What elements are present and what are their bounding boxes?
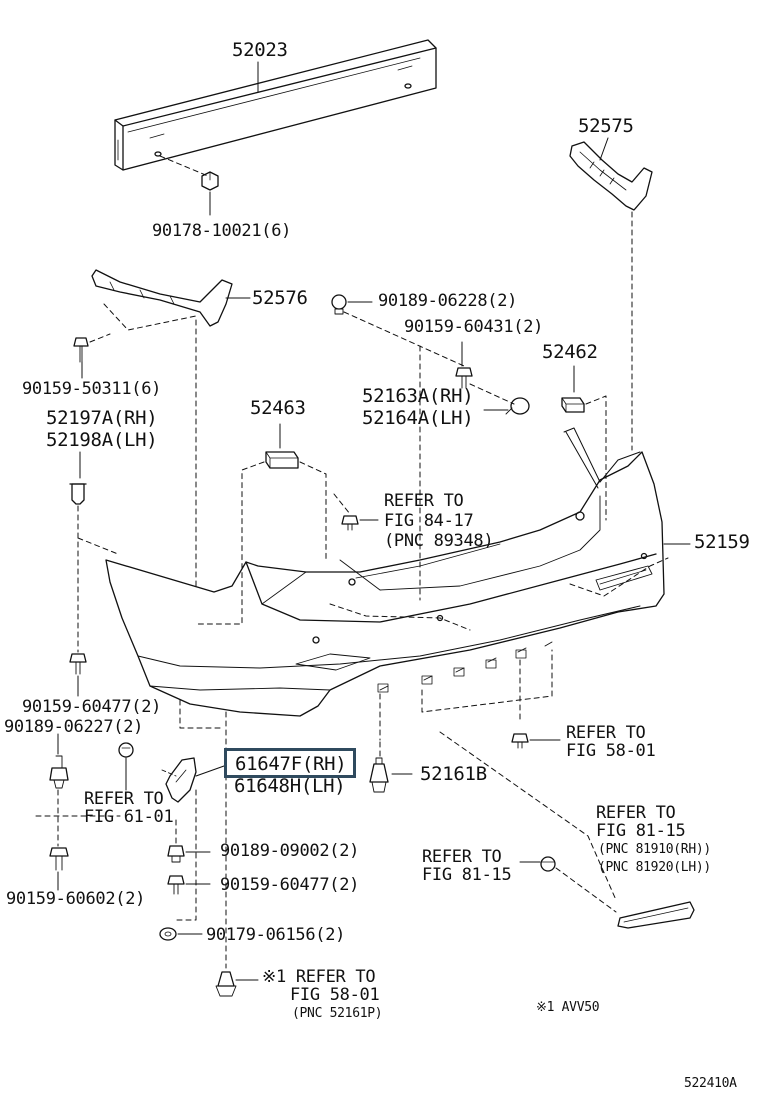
part-label-52462[interactable]: 52462 [542,341,598,363]
part-label-90159-60431[interactable]: 90159-60431(2) [404,317,544,337]
ref-fig84-17-line3: (PNC 89348) [384,531,494,551]
part-label-90159-50311[interactable]: 90159-50311(6) [22,379,162,399]
screw-fig84-17-icon [341,515,359,531]
clip-fig58-01-b-icon [215,971,237,997]
screw-90159-60477-b-icon [167,875,185,895]
screw-90159-50311-icon [73,337,89,363]
ref-fig58-01-b-line1[interactable]: ※1 REFER TO [262,967,376,987]
part-label-61647F[interactable]: 61647F(RH) [235,753,347,775]
ref-fig81-15-right-line2[interactable]: FIG 81-15 [596,821,686,841]
part-label-52198A[interactable]: 52198A(LH) [46,429,158,451]
screw-90159-60431-icon [455,367,473,389]
pad-52462-icon [561,397,585,413]
clip-90189-06228-icon [331,294,347,315]
reinforcement-52023 [114,39,437,171]
part-label-61648H[interactable]: 61648H(LH) [234,775,346,797]
ref-fig84-17-line2[interactable]: FIG 84-17 [384,511,474,531]
part-label-52197A[interactable]: 52197A(RH) [46,407,158,429]
bracket-52576-icon [91,269,233,327]
ref-fig81-15-right-line1[interactable]: REFER TO [596,803,676,823]
pad-52463-icon [265,451,299,469]
ref-fig61-01-line2[interactable]: FIG 61-01 [84,807,174,827]
ref-fig81-15-left-line1[interactable]: REFER TO [422,847,502,867]
ref-fig58-01-b-line3: (PNC 52161P) [292,1006,383,1021]
ref-fig81-15-right-line3: (PNC 81910(RH)) [598,842,711,857]
bracket-61647F-icon [161,757,197,803]
part-label-90178-10021[interactable]: 90178-10021(6) [152,221,292,241]
note-avv50: ※1 AVV50 [536,1000,600,1015]
ref-fig58-01-b-line2[interactable]: FIG 58-01 [290,985,380,1005]
part-label-52575[interactable]: 52575 [578,115,634,137]
part-label-52163A[interactable]: 52163A(RH) [362,385,474,407]
part-label-90159-60602[interactable]: 90159-60602(2) [6,889,146,909]
part-label-90159-60477-a[interactable]: 90159-60477(2) [22,697,162,717]
part-label-52576[interactable]: 52576 [252,287,308,309]
screw-fig58-01-icon [511,733,529,749]
part-label-52023[interactable]: 52023 [232,39,288,61]
screw-90159-60477-icon [69,653,87,675]
ref-fig58-01-line1[interactable]: REFER TO [566,723,646,743]
part-label-90179-06156[interactable]: 90179-06156(2) [206,925,346,945]
clip-fig61-01-icon [118,742,134,758]
part-label-90159-60477-b[interactable]: 90159-60477(2) [220,875,360,895]
bumper-cover-52159 [105,427,665,717]
ref-fig61-01-line1[interactable]: REFER TO [84,789,164,809]
ref-fig81-15-right-line4: (PNC 81920(LH)) [598,860,711,875]
ref-fig84-17-line1[interactable]: REFER TO [384,491,464,511]
clip-52161B-icon [369,757,389,793]
part-label-90189-06228[interactable]: 90189-06228(2) [378,291,518,311]
part-label-52161B[interactable]: 52161B [420,763,487,785]
part-label-90189-06227[interactable]: 90189-06227(2) [4,717,144,737]
retainer-52163A-icon [505,397,530,415]
clip-fig81-15-icon [540,856,556,872]
highlighted-part-61647F[interactable]: 61647F(RH) [224,748,356,778]
part-label-90189-09002[interactable]: 90189-09002(2) [220,841,360,861]
clip-90189-09002-icon [167,845,185,863]
reflector-fig81-15-icon [617,901,695,929]
part-label-52159[interactable]: 52159 [694,531,750,553]
ref-fig58-01-line2[interactable]: FIG 58-01 [566,741,656,761]
diagram-code: 522410A [684,1076,737,1091]
clip-52197A-icon [69,483,87,505]
part-label-52463[interactable]: 52463 [250,397,306,419]
washer-90179-06156-icon [159,927,177,941]
clip-90189-06227-icon [49,755,69,789]
ref-fig81-15-left-line2[interactable]: FIG 81-15 [422,865,512,885]
screw-90159-60602-icon [49,847,69,871]
part-label-52164A[interactable]: 52164A(LH) [362,407,474,429]
nut-90178-icon [201,171,219,191]
bracket-52575-icon [569,141,653,211]
